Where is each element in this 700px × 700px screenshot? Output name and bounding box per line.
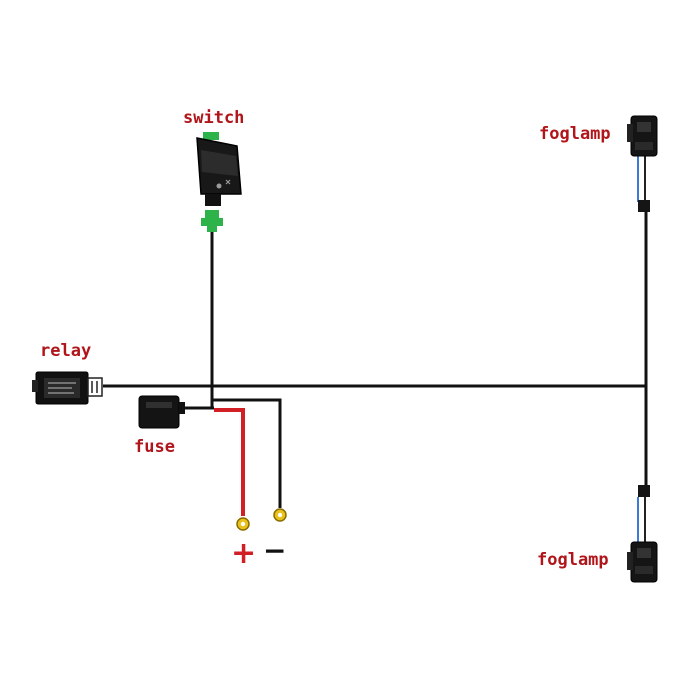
wire-harness <box>103 154 648 542</box>
negative-symbol: − <box>263 534 286 567</box>
fuse-label: fuse <box>134 437 175 457</box>
foglamp-top-label: foglamp <box>539 124 611 144</box>
fuse-holder-icon <box>138 395 185 429</box>
relay-label: relay <box>40 341 91 361</box>
foglamp-bottom-label: foglamp <box>537 550 609 570</box>
rocker-switch-icon <box>196 132 242 206</box>
negative-lead-wire <box>212 398 282 508</box>
relay-icon <box>32 371 103 405</box>
foglamp-connector-icon <box>627 115 658 212</box>
switch-connector <box>201 210 223 232</box>
foglamp-connector-icon <box>627 485 658 583</box>
positive-symbol: + <box>231 536 256 571</box>
positive-lead-wire <box>214 408 245 516</box>
positive-terminal-icon <box>236 517 250 531</box>
negative-terminal-icon <box>273 508 287 522</box>
switch-label: switch <box>183 108 244 128</box>
